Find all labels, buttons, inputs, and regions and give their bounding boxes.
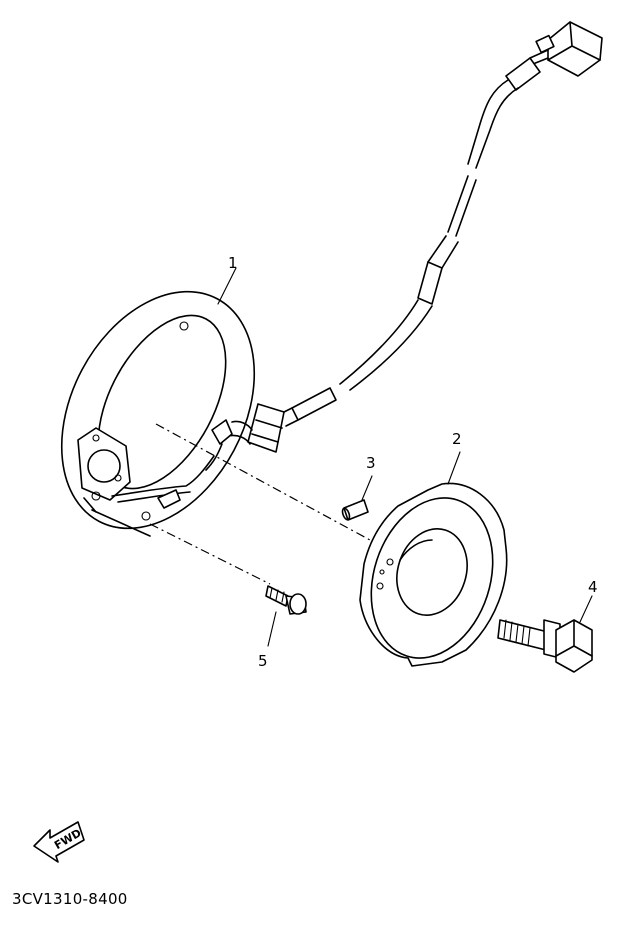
- pickup-coil-plate: [60, 290, 256, 537]
- center-line-screw: [149, 523, 271, 585]
- dowel-pin: [341, 499, 369, 521]
- bolt: [497, 619, 593, 673]
- center-line-main: [155, 423, 371, 541]
- callout-2: 2: [452, 430, 462, 448]
- diagram-code: 3CV1310-8400: [12, 890, 128, 908]
- wire-harness: [227, 21, 603, 453]
- rotor: [359, 482, 508, 667]
- callout-4: 4: [588, 578, 598, 596]
- callout-3: 3: [366, 454, 376, 472]
- fwd-arrow-icon: FWD: [33, 821, 85, 863]
- callout-1: 1: [228, 254, 238, 272]
- grommet: [247, 403, 285, 453]
- connector-body: [547, 21, 603, 77]
- callout-5: 5: [258, 652, 268, 670]
- screw: [265, 585, 307, 615]
- pickup-coil: [77, 427, 131, 501]
